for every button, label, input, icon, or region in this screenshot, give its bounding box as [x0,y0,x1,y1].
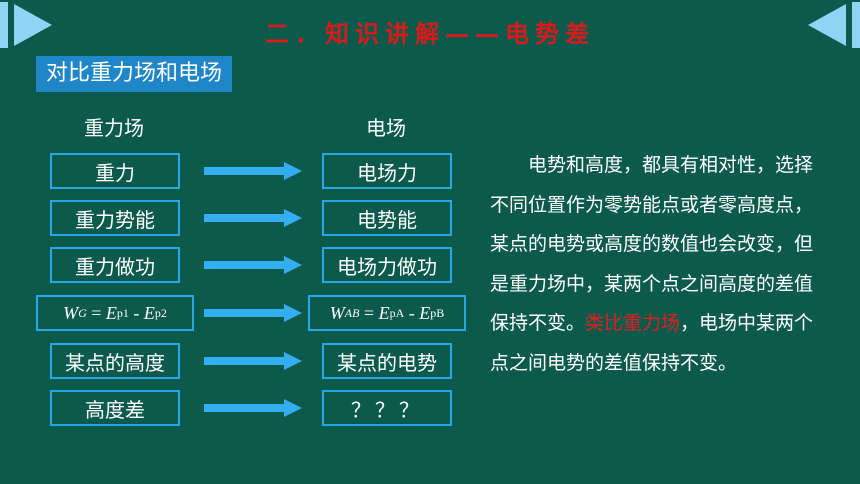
right-arrow-icon [204,399,302,417]
formula-symbol: E [143,302,155,323]
formula-symbol: W [329,302,345,323]
formula-symbol: W [63,302,79,323]
right-arrow-icon [204,209,302,227]
formula-symbol: E [378,302,390,323]
paragraph-highlight: 类比重力场 [585,312,681,335]
right-box-unknown: ？？？ [322,390,452,426]
play-triangle-reversed-icon [808,2,860,48]
right-box-electric-force-work: 电场力做功 [322,247,452,283]
formula-subscript: p1 [116,305,129,320]
right-arrow-icon [204,352,302,370]
paragraph-text-end: ，电场中某两个点之间电势的差值保持不变。 [490,312,814,374]
formula-subscript: p2 [154,305,167,320]
right-box-point-potential: 某点的电势 [322,343,452,379]
formula-subscript: AB [344,305,360,320]
right-arrow-icon [204,162,302,180]
formula-symbol: E [105,302,117,323]
formula-operator: - [128,302,144,323]
page-title: 二．知识讲解——电势差 [265,20,595,48]
formula-subscript: pA [389,305,405,320]
formula-subscript: G [78,305,87,320]
formula-operator: - [404,302,420,323]
formula-operator: = [359,302,379,323]
formula-symbol: E [419,302,431,323]
paragraph-text: 电势和高度，都具有相对性，选择不同位置作为零势能点或者零高度点，某点的电势或高度… [490,154,814,335]
left-box-height-difference: 高度差 [50,390,180,426]
right-arrow-icon [204,304,302,322]
section-heading: 对比重力场和电场 [36,56,233,92]
right-column-heading: 电场 [366,116,406,140]
left-box-gravitational-potential-energy: 重力势能 [50,200,180,236]
right-box-electric-force: 电场力 [322,153,452,189]
formula-operator: = [86,302,106,323]
left-column-heading: 重力场 [84,116,144,140]
formula-subscript: pB [430,305,445,320]
left-box-point-height: 某点的高度 [50,343,180,379]
left-box-gravity-work: 重力做功 [50,247,180,283]
right-arrow-icon [204,256,302,274]
right-box-electric-potential-energy: 电势能 [322,200,452,236]
left-box-gravity: 重力 [50,153,180,189]
explanation-paragraph: 电势和高度，都具有相对性，选择不同位置作为零势能点或者零高度点，某点的电势或高度… [490,146,820,384]
play-triangle-icon [0,2,52,48]
